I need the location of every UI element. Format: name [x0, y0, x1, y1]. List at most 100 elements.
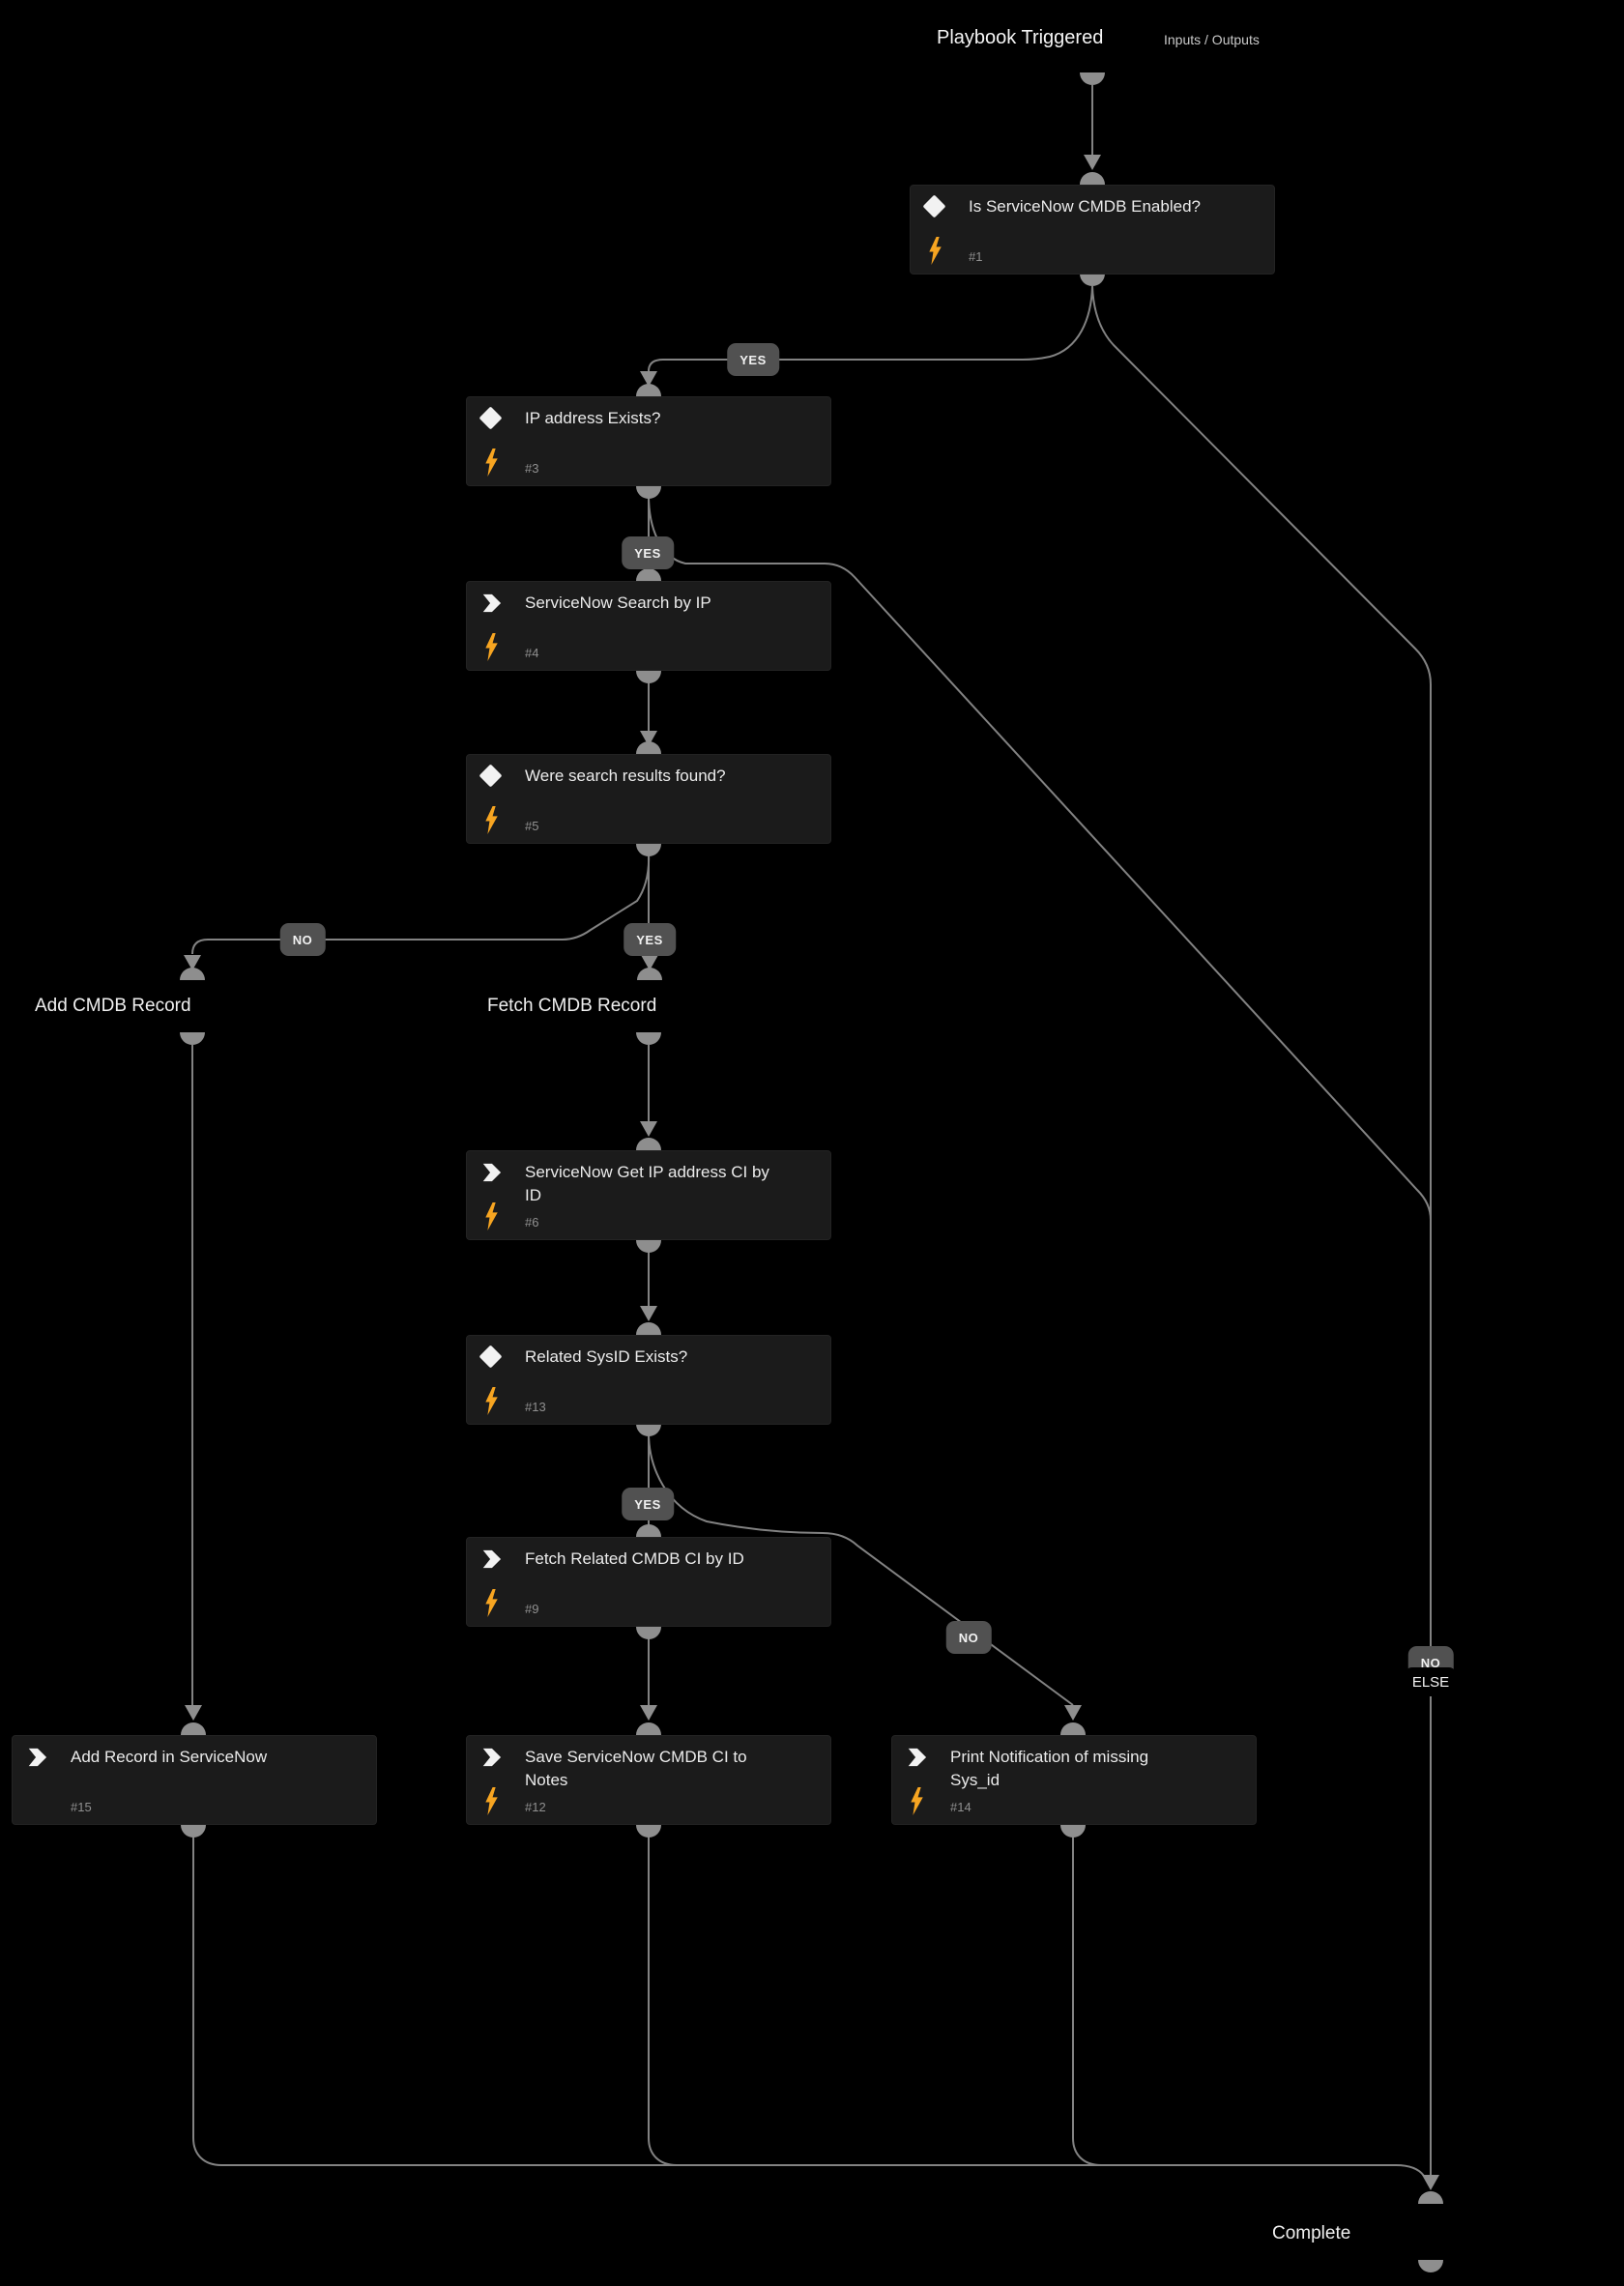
playbook-triggered-title[interactable]: Playbook Triggered	[937, 27, 1104, 48]
task-title: Related SysID Exists?	[525, 1347, 688, 1366]
node15-source	[181, 1825, 206, 1837]
task-number: #13	[525, 1400, 546, 1414]
task-node-1-is-servicenow-cmdb-enabled[interactable]: Is ServiceNow CMDB Enabled? #1	[910, 185, 1275, 275]
arrowhead-icon	[640, 1306, 657, 1321]
edge-1-yes-to-3	[648, 285, 1093, 372]
task-title: ServiceNow Search by IP	[525, 593, 711, 612]
branch-label-else: ELSE	[1404, 1667, 1458, 1696]
node13-sink	[636, 1322, 661, 1335]
complete-sink	[1418, 2191, 1443, 2204]
task-node-5-were-search-results-found[interactable]: Were search results found? #5	[466, 754, 831, 844]
arrowhead-icon	[1084, 155, 1101, 170]
lightning-bolt-icon	[909, 1787, 923, 1820]
node1-source	[1080, 274, 1105, 286]
node5-source	[636, 844, 661, 856]
add-section-sink	[180, 968, 205, 980]
node3-sink	[636, 384, 661, 396]
task-title: IP address Exists?	[525, 409, 661, 427]
task-node-12-save-servicenow-cmdb-ci-to-notes[interactable]: Save ServiceNow CMDB CI to Notes #12	[466, 1735, 831, 1825]
node1-sink	[1080, 172, 1105, 185]
section-complete: Complete	[1272, 2223, 1351, 2243]
node6-source	[636, 1240, 661, 1253]
task-title: Were search results found?	[525, 767, 726, 785]
branch-label-no-5: NO	[279, 923, 326, 956]
fetch-section-source	[636, 1032, 661, 1045]
edge-14-to-complete	[1072, 1834, 1396, 2166]
condition-diamond-icon	[478, 764, 503, 788]
section-fetch-cmdb-record: Fetch CMDB Record	[487, 996, 657, 1016]
node12-source	[636, 1825, 661, 1837]
node4-sink	[636, 568, 661, 581]
lightning-bolt-icon	[483, 806, 498, 839]
task-title: Fetch Related CMDB CI by ID	[525, 1549, 744, 1568]
task-number: #1	[969, 249, 983, 264]
chevron-right-icon	[480, 1747, 502, 1773]
task-title: ServiceNow Get IP address CI by ID	[525, 1163, 769, 1204]
node6-sink	[636, 1138, 661, 1150]
edge-1-else-to-complete	[1091, 285, 1432, 2177]
task-node-14-print-notification-of-missing-sys-id[interactable]: Print Notification of missing Sys_id #14	[891, 1735, 1257, 1825]
node4-source	[636, 671, 661, 683]
lightning-bolt-icon	[483, 633, 498, 666]
chevron-right-icon	[480, 593, 502, 619]
arrowhead-icon	[640, 1121, 657, 1137]
task-number: #14	[950, 1800, 972, 1814]
trigger-source-dot	[1080, 72, 1105, 85]
task-number: #15	[71, 1800, 92, 1814]
chevron-right-icon	[480, 1548, 502, 1575]
node3-source	[636, 486, 661, 499]
node9-source	[636, 1627, 661, 1639]
task-number: #4	[525, 646, 539, 660]
lightning-bolt-icon	[483, 1202, 498, 1235]
arrowhead-icon	[184, 955, 201, 970]
node13-source	[636, 1424, 661, 1436]
branch-label-yes-1: YES	[727, 343, 779, 376]
condition-diamond-icon	[478, 1345, 503, 1369]
lightning-bolt-icon	[483, 449, 498, 481]
branch-label-yes-5: YES	[624, 923, 676, 956]
branch-label-yes-13: YES	[622, 1488, 674, 1520]
task-title: Print Notification of missing Sys_id	[950, 1748, 1149, 1789]
chevron-right-icon	[26, 1747, 47, 1773]
node15-sink	[181, 1722, 206, 1735]
branch-label-yes-3: YES	[622, 536, 674, 569]
branch-label-no-13: NO	[945, 1621, 992, 1654]
fetch-section-sink	[637, 968, 662, 980]
arrowhead-icon	[640, 731, 657, 746]
condition-diamond-icon	[478, 406, 503, 430]
lightning-bolt-icon	[483, 1387, 498, 1420]
arrowhead-icon	[185, 1705, 202, 1721]
task-number: #12	[525, 1800, 546, 1814]
node14-sink	[1060, 1722, 1086, 1735]
arrowhead-icon	[641, 955, 658, 970]
complete-source	[1418, 2260, 1443, 2272]
task-title: Save ServiceNow CMDB CI to Notes	[525, 1748, 747, 1789]
task-node-13-related-sysid-exists[interactable]: Related SysID Exists? #13	[466, 1335, 831, 1425]
node9-sink	[636, 1524, 661, 1537]
task-number: #3	[525, 461, 539, 476]
inputs-outputs-button[interactable]: Inputs / Outputs	[1164, 32, 1260, 47]
task-node-3-ip-address-exists[interactable]: IP address Exists? #3	[466, 396, 831, 486]
task-title: Is ServiceNow CMDB Enabled?	[969, 197, 1201, 216]
section-add-cmdb-record: Add CMDB Record	[35, 996, 191, 1016]
arrowhead-icon	[640, 371, 657, 387]
task-node-15-add-record-in-servicenow[interactable]: Add Record in ServiceNow #15	[12, 1735, 377, 1825]
add-section-source	[180, 1032, 205, 1045]
lightning-bolt-icon	[483, 1589, 498, 1622]
task-node-6-servicenow-get-ip-address-ci-by-id[interactable]: ServiceNow Get IP address CI by ID #6	[466, 1150, 831, 1240]
node14-source	[1060, 1825, 1086, 1837]
arrowhead-icon	[1422, 2175, 1439, 2190]
node12-sink	[636, 1722, 661, 1735]
task-node-9-fetch-related-cmdb-ci-by-id[interactable]: Fetch Related CMDB CI by ID #9	[466, 1537, 831, 1627]
edge-13-no-to-14	[648, 1432, 1074, 1706]
edge-15-to-complete	[192, 1834, 1425, 2177]
chevron-right-icon	[480, 1162, 502, 1188]
task-title: Add Record in ServiceNow	[71, 1748, 268, 1766]
task-number: #6	[525, 1215, 539, 1230]
task-number: #9	[525, 1602, 539, 1616]
arrowhead-icon	[1064, 1705, 1082, 1721]
node5-sink	[636, 741, 661, 754]
condition-diamond-icon	[922, 194, 946, 218]
task-node-4-servicenow-search-by-ip[interactable]: ServiceNow Search by IP #4	[466, 581, 831, 671]
